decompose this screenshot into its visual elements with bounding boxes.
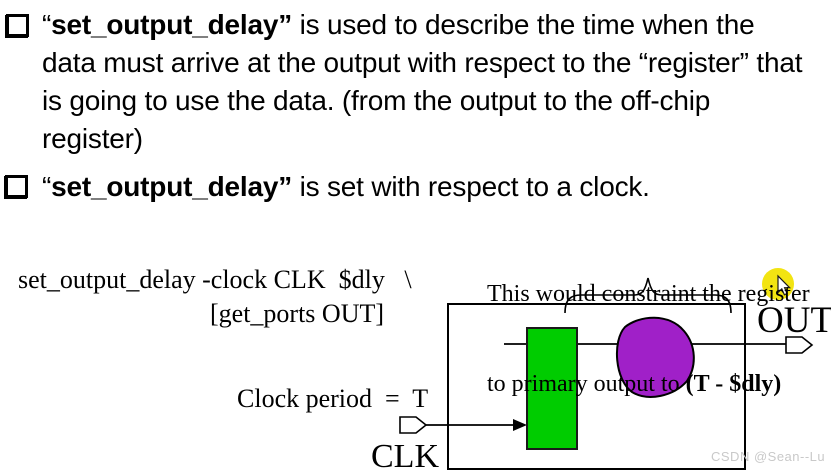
annotation-line-1: This would constraint the register: [487, 281, 810, 307]
bullet-square-icon: [6, 14, 29, 37]
bullet-2-open-quote: “: [42, 171, 52, 202]
bullet-square-icon: [5, 175, 28, 198]
clock-period-label: Clock period = T: [237, 384, 429, 413]
chip-boundary-box: [447, 303, 746, 470]
mouse-cursor-icon: [777, 274, 792, 296]
logic-cloud-blob: [615, 316, 695, 398]
bullet-1-text: is used to describe the time when the da…: [42, 9, 803, 154]
clk-port-icon: [399, 416, 428, 434]
sdc-command-line-1: set_output_delay -clock CLK $dly \: [18, 265, 412, 294]
bullet-2-command: set_output_delay: [51, 171, 279, 202]
clk-label: CLK: [371, 438, 439, 475]
register-rect: [526, 327, 578, 450]
sdc-command-line-2: [get_ports OUT]: [210, 299, 385, 328]
out-port-icon: [785, 336, 814, 354]
annotation-text: This would constraint the register to pr…: [487, 219, 810, 429]
watermark: CSDN @Sean--Lu: [711, 449, 826, 464]
overbrace: [564, 277, 732, 314]
bullet-2-text: is set with respect to a clock.: [292, 171, 650, 202]
bullet-item-2: “set_output_delay” is set with respect t…: [42, 168, 804, 206]
annotation-line-2-prefix: to primary output to: [487, 371, 686, 397]
bullet-1-open-quote: “: [42, 9, 52, 40]
annotation-line-2: to primary output to (T - $dly): [487, 369, 810, 399]
annotation-line-2-bold: (T - $dly): [685, 371, 782, 397]
clk-arrowhead-icon: [513, 419, 527, 431]
out-label: OUT: [757, 300, 831, 341]
bullet-1-close-quote: ”: [278, 9, 293, 40]
bullet-1-command: set_output_delay: [51, 9, 279, 40]
bullet-2-close-quote: ”: [278, 171, 293, 202]
bullet-item-1: “set_output_delay” is used to describe t…: [42, 6, 804, 158]
